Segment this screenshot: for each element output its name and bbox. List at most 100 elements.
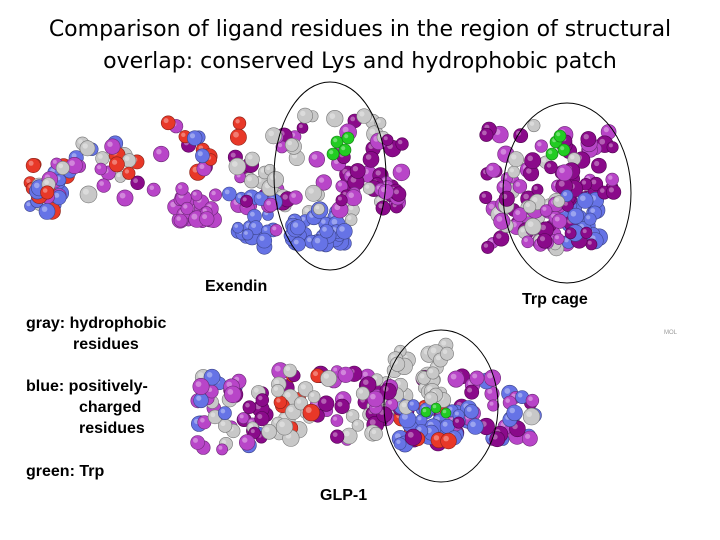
- atom-sphere: [426, 366, 440, 380]
- atom-sphere: [483, 369, 501, 387]
- atom-highlight: [247, 176, 252, 182]
- atom-highlight: [177, 184, 183, 190]
- atom-highlight: [263, 227, 268, 231]
- atom-highlight: [582, 229, 587, 234]
- atom-highlight: [250, 211, 255, 217]
- atom-sphere: [404, 428, 422, 446]
- atom-highlight: [375, 170, 381, 176]
- atom-highlight: [583, 134, 589, 140]
- atom-sphere: [479, 127, 494, 142]
- atom-highlight: [26, 202, 31, 207]
- atom-sphere: [479, 191, 493, 205]
- atom-highlight: [226, 381, 232, 388]
- exendin-molecule-model: [23, 107, 411, 255]
- atom-sphere: [553, 129, 567, 143]
- atom-highlight: [256, 194, 262, 200]
- atom-sphere: [544, 160, 558, 175]
- atom-highlight: [594, 160, 600, 167]
- atom-highlight: [533, 186, 538, 190]
- atom-sphere: [580, 226, 593, 239]
- atom-highlight: [376, 197, 381, 202]
- atom-highlight: [296, 399, 302, 404]
- atom-highlight: [124, 169, 130, 174]
- atom-highlight: [52, 159, 57, 164]
- atom-highlight: [528, 396, 533, 402]
- atom-highlight: [517, 392, 523, 398]
- atom-highlight: [396, 347, 401, 352]
- atom-highlight: [119, 192, 126, 199]
- atom-highlight: [587, 240, 592, 245]
- atom-highlight: [337, 401, 343, 407]
- atom-highlight: [433, 435, 440, 441]
- watermark-text: MOL: [664, 330, 678, 336]
- atom-highlight: [580, 195, 586, 201]
- atom-highlight: [220, 408, 226, 414]
- atom-highlight: [247, 154, 253, 160]
- atom-sphere: [351, 419, 365, 432]
- atom-highlight: [581, 180, 587, 185]
- atom-sphere: [393, 437, 407, 451]
- legend-gray-line1: gray: hydrophobic: [26, 315, 167, 332]
- atom-sphere: [395, 137, 409, 151]
- atom-highlight: [409, 401, 414, 406]
- atom-highlight: [483, 243, 489, 248]
- atom-highlight: [315, 205, 320, 210]
- atom-highlight: [245, 402, 250, 408]
- atom-sphere: [146, 182, 161, 197]
- atom-highlight: [467, 387, 473, 393]
- legend-blue-line3: residues: [79, 420, 145, 437]
- atom-highlight: [314, 237, 321, 244]
- atom-sphere: [583, 212, 597, 226]
- atom-highlight: [301, 216, 306, 221]
- atom-highlight: [481, 193, 486, 198]
- atom-sphere: [362, 151, 380, 168]
- atom-highlight: [337, 182, 343, 187]
- atom-highlight: [515, 210, 521, 216]
- atom-highlight: [192, 191, 197, 196]
- atom-highlight: [426, 394, 432, 399]
- atom-highlight: [570, 211, 577, 217]
- atom-highlight: [299, 124, 303, 129]
- atom-sphere: [195, 148, 210, 164]
- atom-sphere: [232, 116, 247, 130]
- atom-sphere: [263, 197, 278, 213]
- exendin-overlap-circle: [273, 81, 387, 271]
- atom-highlight: [354, 421, 359, 426]
- atom-highlight: [369, 128, 376, 135]
- atom-sphere: [296, 122, 309, 134]
- atom-highlight: [107, 141, 113, 147]
- atom-highlight: [304, 207, 310, 213]
- atom-highlight: [350, 116, 356, 122]
- atom-highlight: [504, 388, 511, 394]
- atom-highlight: [274, 365, 281, 372]
- atom-highlight: [608, 175, 613, 180]
- atom-sphere: [311, 234, 329, 252]
- atom-highlight: [264, 427, 270, 433]
- atom-highlight: [195, 381, 202, 387]
- atom-highlight: [242, 437, 248, 443]
- atom-sphere: [273, 395, 287, 409]
- atom-highlight: [156, 149, 162, 155]
- atom-highlight: [196, 395, 202, 401]
- atom-highlight: [112, 159, 118, 165]
- atom-highlight: [387, 400, 392, 405]
- atom-sphere: [193, 392, 209, 409]
- atom-sphere: [523, 200, 537, 214]
- atom-sphere: [282, 363, 297, 378]
- atom-highlight: [383, 136, 388, 141]
- atom-sphere: [242, 400, 257, 415]
- atom-highlight: [318, 177, 325, 183]
- atom-sphere: [345, 213, 358, 226]
- atom-highlight: [472, 373, 478, 379]
- atom-highlight: [488, 203, 495, 210]
- atom-sphere: [315, 174, 332, 191]
- atom-sphere: [349, 163, 366, 179]
- atom-sphere: [591, 157, 607, 174]
- atom-sphere: [269, 223, 283, 237]
- atom-sphere: [567, 207, 584, 225]
- atom-highlight: [591, 179, 597, 185]
- atom-sphere: [391, 186, 407, 202]
- atom-sphere: [576, 192, 594, 209]
- atom-highlight: [322, 226, 327, 232]
- atom-sphere: [319, 224, 334, 239]
